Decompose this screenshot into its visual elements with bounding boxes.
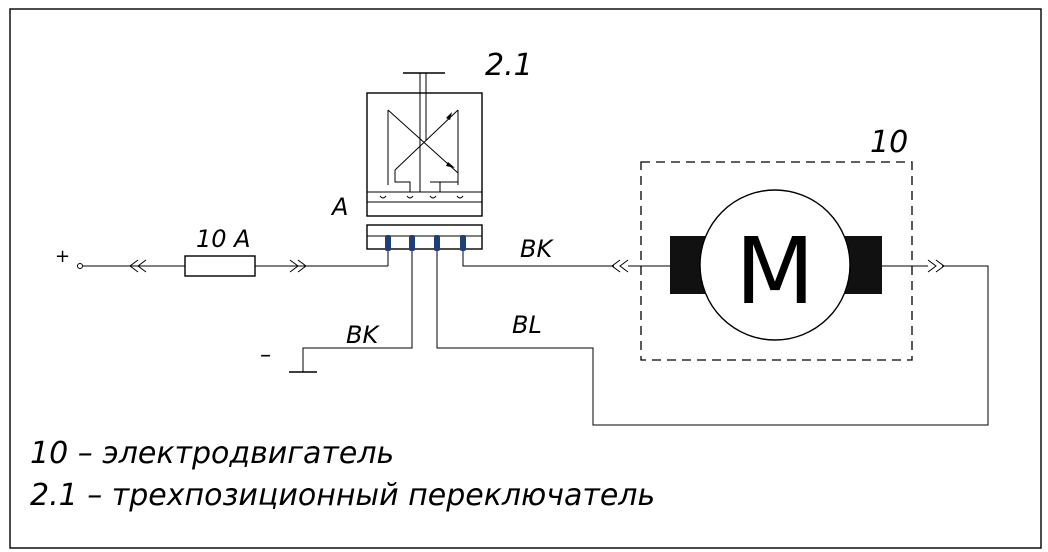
wire-return-label: BL [512,311,542,339]
connector-pin-1 [385,235,391,251]
switch-contact-diagonal-b [394,109,459,171]
switch-body [366,92,483,217]
switch-terminal-hooks [379,195,464,199]
connector-pin-3 [434,235,440,251]
connector-chevron-icon [927,259,945,273]
connector-pin-2 [409,235,415,251]
switch-lead-1 [394,170,411,192]
motor-circle [699,189,851,341]
wiring [77,251,989,426]
connector-body [366,224,483,250]
wire-ground-label: BK [346,321,380,349]
diagram-border [9,8,1042,549]
wire-ground [302,251,413,372]
fuse [184,255,256,277]
plus-sign-label: + [55,246,70,267]
minus-sign-label: – [260,343,271,368]
wire-return [436,251,989,426]
connector-chevron-icon [129,259,147,273]
switch-ref-label: 2.1 [485,48,533,83]
connector-pin-4 [460,235,466,251]
motor [640,161,913,361]
legend-line-1: 10 – электродвигатель [30,436,394,471]
switch-arrow-lower-icon [446,162,455,168]
connector-chevron-icon [289,259,307,273]
connector-ref-label: A [330,193,348,221]
connector-a [366,224,483,251]
switch-arrow-upper-icon [446,112,452,120]
motor-dashed-outline [640,161,913,361]
motor-ref-label: 10 [870,125,908,160]
plus-terminal [77,263,83,269]
connector-chevron-icon [611,259,629,273]
wire-switch-motor-label: BK [520,235,554,263]
fuse-rating-label: 10 A [196,225,251,253]
three-position-switch [366,72,483,217]
wire-switch-to-motor [462,251,614,267]
legend-line-2: 2.1 – трехпозиционный переключатель [30,478,655,513]
motor-symbol-label: M [735,218,814,325]
switch-contact-diagonal-a [387,109,459,174]
